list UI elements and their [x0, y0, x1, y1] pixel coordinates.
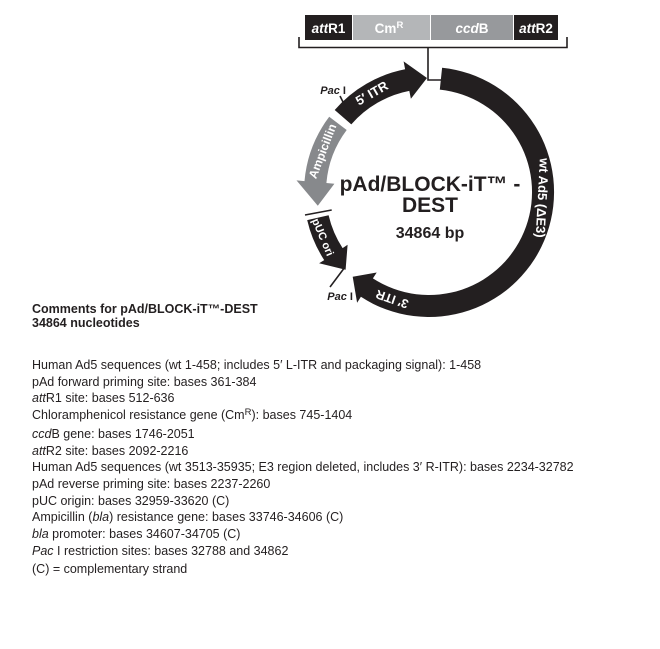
gateway-cassette: attR1 CmR ccdB attR2: [305, 15, 558, 40]
comment-line: attR2 site: bases 2092-2216: [32, 443, 189, 458]
cmr-label: CmR: [375, 20, 404, 36]
comments-heading: Comments for pAd/BLOCK-iT™-DEST 34864 nu…: [32, 302, 656, 330]
puc-ori-arrow: [307, 215, 348, 270]
plasmid-title-line2: DEST: [402, 194, 458, 217]
cassette-bracket: [298, 37, 568, 49]
attR2-box: [514, 15, 558, 40]
attR1-label: attR1: [312, 21, 346, 36]
itr5-arrow: [334, 61, 427, 125]
wt-ad5-label: wt Ad5 (ΔE3): [533, 157, 552, 238]
plasmid-map-figure: attR1 CmR ccdB attR2 5′ ITR wt Ad5 (ΔE3): [296, 15, 568, 318]
ccdb-label: ccdB: [455, 21, 488, 36]
plasmid-circle: 5′ ITR wt Ad5 (ΔE3) 3′ ITR Ampicillin pU…: [296, 61, 555, 318]
comment-line: Human Ad5 sequences (wt 1-458; includes …: [32, 358, 482, 372]
comment-line: (C) = complementary strand: [32, 562, 188, 577]
comments-heading-line1: Comments for pAd/BLOCK-iT™-DEST: [32, 302, 258, 316]
comment-line: ccdB gene: bases 1746-2051: [32, 426, 195, 441]
comment-line: bla promoter: bases 34607-34705 (C): [32, 527, 241, 542]
attR2-label: attR2: [519, 21, 553, 36]
comment-line: attR1 site: bases 512-636: [32, 391, 175, 406]
ampicillin-arrow: [296, 116, 347, 206]
segment-tick-left: [304, 209, 332, 216]
pac-site-label-top: Pac I: [320, 85, 346, 97]
comments-list: Human Ad5 sequences (wt 1-458; includes …: [32, 357, 656, 578]
comment-line: Ampicillin (bla) resistance gene: bases …: [32, 510, 344, 525]
comments-section: Comments for pAd/BLOCK-iT™-DEST 34864 nu…: [32, 302, 656, 578]
cmr-box: [353, 15, 430, 40]
comment-line: pAd reverse priming site: bases 2237-226…: [32, 476, 271, 491]
cassette-connector-line: [427, 47, 441, 81]
comment-line: Pac I restriction sites: bases 32788 and…: [32, 543, 289, 558]
comment-line: Human Ad5 sequences (wt 3513-35935; E3 r…: [32, 460, 574, 475]
attR1-box: [305, 15, 352, 40]
plasmid-size: 34864 bp: [396, 225, 465, 242]
comment-line: pUC origin: bases 32959-33620 (C): [32, 493, 230, 508]
plasmid-title-line1: pAd/BLOCK-iT™ -: [340, 173, 521, 196]
pac-site-tick-bottom: [329, 266, 346, 288]
comments-heading-line2: 34864 nucleotides: [32, 315, 140, 330]
comment-line: Chloramphenicol resistance gene (CmR): b…: [32, 407, 353, 423]
comment-line: pAd forward priming site: bases 361-384: [32, 374, 257, 389]
wt-ad5-itr3-arc: [352, 67, 555, 318]
pac-site-tick-top: [339, 95, 349, 113]
ccdb-box: [431, 15, 513, 40]
pac-site-label-bottom: Pac I: [327, 291, 353, 303]
